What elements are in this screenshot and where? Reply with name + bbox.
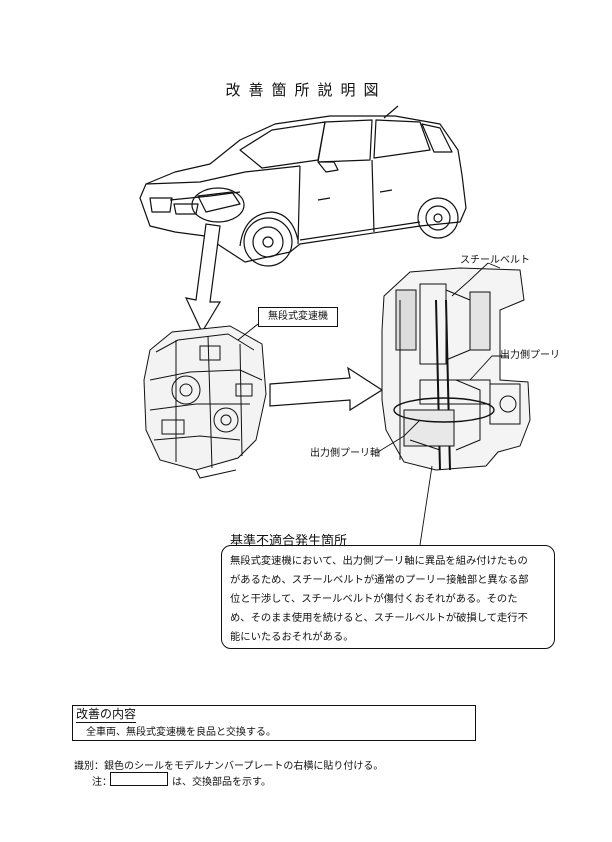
defect-line: 能にいたるおそれがある。 bbox=[230, 631, 354, 643]
output-pulley-shaft-label: 出力側プーリ軸 bbox=[310, 448, 380, 459]
note-prefix: 注： bbox=[92, 777, 112, 788]
callout-leaders bbox=[377, 262, 508, 546]
replacement-part-legend-box bbox=[110, 772, 168, 786]
cvt-unit-illustration bbox=[143, 325, 267, 479]
steel-belt-label: スチールベルト bbox=[460, 255, 530, 266]
cvt-label: 無段式変速機 bbox=[258, 307, 338, 327]
defect-description: 無段式変速機において、出力側プーリ軸に異品を組み付けたもの があるため、スチール… bbox=[221, 545, 555, 649]
identification-text: 識別：銀色のシールをモデルナンバープレートの右横に貼り付ける。 bbox=[74, 761, 384, 772]
output-pulley-label: 出力側プーリ bbox=[500, 350, 560, 361]
defect-line: め、そのまま使用を続けると、スチールベルトが破損して走行不 bbox=[230, 612, 528, 624]
car-illustration bbox=[139, 105, 467, 267]
arrow-right bbox=[269, 366, 384, 412]
defect-line: 位と干渉して、スチールベルトが傷付くおそれがある。そのた bbox=[230, 593, 518, 605]
defect-line: 無段式変速機において、出力側プーリ軸に異品を組み付けたもの bbox=[230, 555, 528, 567]
improvement-heading: 改善の内容 bbox=[76, 707, 137, 723]
improvement-box bbox=[72, 705, 476, 741]
note-text: は、交換部品を示す。 bbox=[172, 777, 271, 788]
arrow-down bbox=[184, 223, 222, 334]
improvement-text: 全車両、無段式変速機を良品と交換する。 bbox=[86, 727, 276, 738]
page-title: 改善箇所説明図 bbox=[225, 81, 387, 99]
cvt-cross-section bbox=[381, 267, 531, 471]
defect-line: があるため、スチールベルトが通常のプーリー接触部と異なる部 bbox=[230, 574, 529, 586]
